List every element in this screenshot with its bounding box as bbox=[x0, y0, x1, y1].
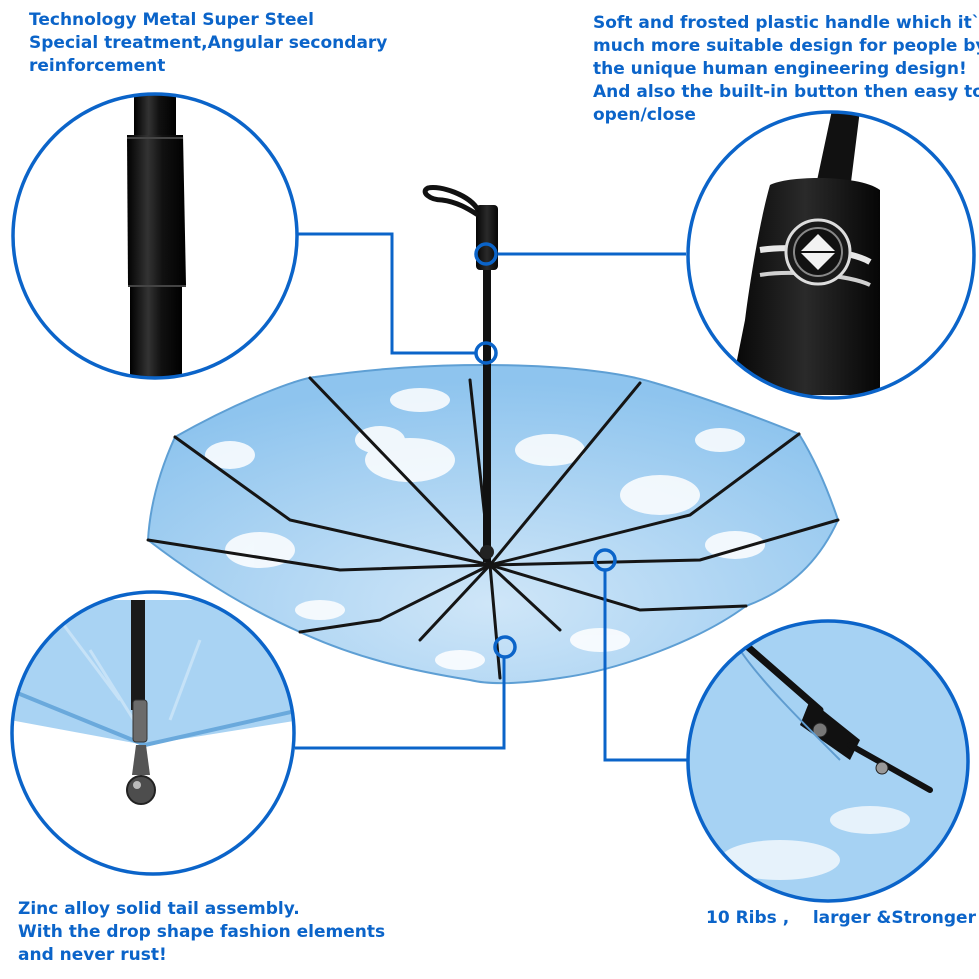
caption-line: and never rust! bbox=[18, 945, 167, 965]
caption-line: open/close bbox=[593, 105, 696, 125]
callout-markers bbox=[474, 242, 617, 659]
caption-line: With the drop shape fashion elements bbox=[18, 922, 386, 942]
caption-line: Special treatment,Angular secondary bbox=[29, 33, 388, 53]
caption-line: Technology Metal Super Steel bbox=[29, 10, 314, 30]
tail-caption: Zinc alloy solid tail assembly. With the… bbox=[18, 898, 385, 967]
callout-lines bbox=[295, 232, 689, 762]
tail-marker bbox=[493, 635, 517, 659]
shaft-caption: Technology Metal Super Steel Special tre… bbox=[29, 9, 387, 78]
handle-caption: Soft and frosted plastic handle which it… bbox=[593, 12, 979, 127]
caption-line: 10 Ribs , larger &Stronger bbox=[706, 908, 976, 928]
umbrella-ribs bbox=[146, 376, 840, 680]
tail-detail-circle bbox=[10, 590, 296, 876]
shaft-detail-circle bbox=[11, 92, 299, 380]
caption-line: the unique human engineering design! bbox=[593, 59, 967, 79]
umbrella-shaft bbox=[422, 184, 498, 562]
rib-marker bbox=[593, 548, 617, 572]
caption-line: Zinc alloy solid tail assembly. bbox=[18, 899, 300, 919]
handle-detail-circle bbox=[686, 110, 976, 400]
rib-detail-circle bbox=[686, 619, 970, 903]
caption-line: And also the built-in button then easy t… bbox=[593, 82, 979, 102]
shaft-marker bbox=[474, 341, 498, 365]
handle-marker bbox=[474, 242, 498, 266]
caption-line: much more suitable design for people by bbox=[593, 36, 979, 56]
caption-line: reinforcement bbox=[29, 56, 166, 76]
umbrella-canopy bbox=[146, 363, 840, 685]
caption-line: Soft and frosted plastic handle which it… bbox=[593, 13, 979, 33]
rib-caption: 10 Ribs , larger &Stronger bbox=[706, 907, 976, 930]
